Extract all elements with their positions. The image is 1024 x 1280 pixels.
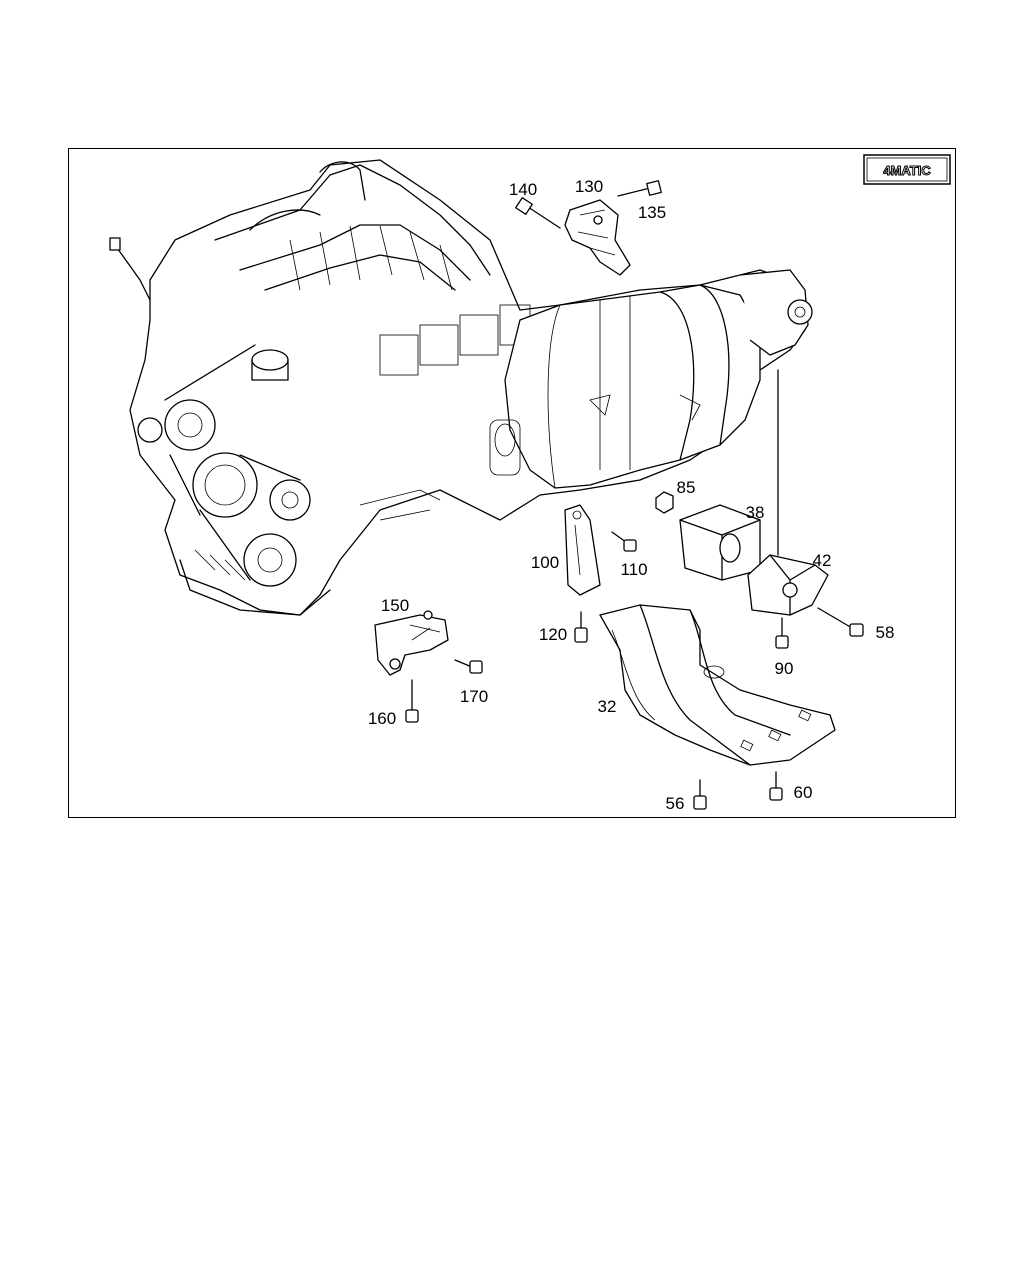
label-150: 150 [381, 596, 409, 615]
label-42: 42 [813, 551, 832, 570]
part-42-transmission-mount [747, 554, 829, 616]
label-140: 140 [509, 180, 537, 199]
label-60: 60 [794, 783, 813, 802]
4matic-badge: 4MATIC [863, 154, 951, 185]
label-135: 135 [638, 203, 666, 222]
label-38: 38 [746, 503, 765, 522]
part-85-nut [655, 491, 674, 514]
part-130-mount-bracket [564, 199, 631, 276]
part-56-bolt [693, 779, 707, 810]
part-160-bolt [405, 679, 419, 723]
part-120-bolt [574, 611, 588, 643]
label-32: 32 [598, 697, 617, 716]
label-100: 100 [531, 553, 559, 572]
label-56: 56 [666, 794, 685, 813]
label-130: 130 [575, 177, 603, 196]
part-170-bolt [454, 659, 483, 674]
label-85: 85 [677, 478, 696, 497]
part-labels: 140 130 135 85 38 42 100 110 150 120 58 … [368, 177, 895, 813]
part-58-bolt [817, 607, 864, 637]
part-110-bolt [611, 531, 637, 552]
label-120: 120 [539, 625, 567, 644]
part-38-rubber-mount [679, 504, 761, 581]
badge-text: 4MATIC [883, 163, 931, 178]
label-110: 110 [620, 560, 647, 579]
label-160: 160 [368, 709, 396, 728]
part-90-bolt [775, 617, 789, 649]
part-32-crossmember [599, 604, 836, 766]
label-170: 170 [460, 687, 488, 706]
part-100-bracket [564, 504, 601, 596]
part-60-bolt [769, 771, 783, 801]
label-58: 58 [876, 623, 895, 642]
label-90: 90 [775, 659, 794, 678]
part-135-bolt [617, 180, 662, 197]
part-140-bolt [515, 197, 561, 229]
engine-transmission-assembly [109, 159, 813, 616]
part-150-front-bracket [374, 610, 449, 676]
